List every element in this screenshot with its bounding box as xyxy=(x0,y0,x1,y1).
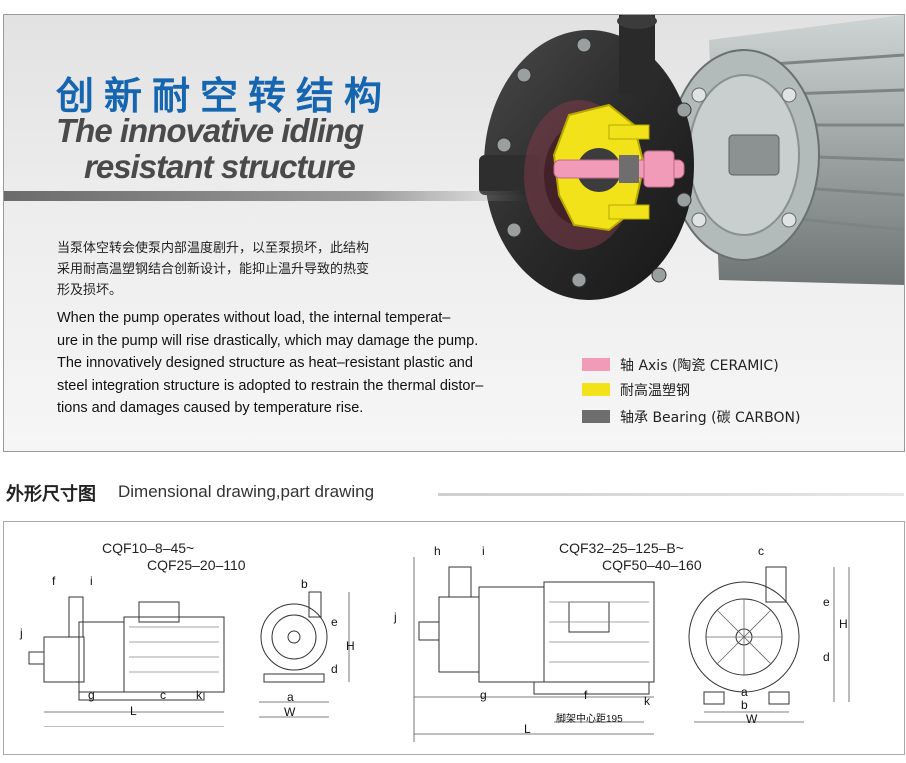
dim-label-a-large: a xyxy=(741,685,748,699)
dim-label-k: k xyxy=(196,688,202,702)
dim-label-i-large: i xyxy=(482,544,485,558)
section-divider xyxy=(438,493,904,496)
dim-label-c-large: c xyxy=(758,544,764,558)
dim-label-f-large: f xyxy=(584,688,588,702)
feature-panel: 创新耐空转结构 The innovative idling resistant … xyxy=(3,14,905,452)
dim-label-e: e xyxy=(331,615,338,629)
dim-label-f: f xyxy=(52,574,56,588)
small-pump-front-view xyxy=(259,591,350,718)
base-center-distance-label: 脚架中心距195 xyxy=(556,714,623,725)
dim-label-e-large: e xyxy=(823,595,830,609)
small-pump-side-view xyxy=(28,596,225,727)
description-cn: 当泵体空转会使泵内部温度剧升，以至泵损坏，此结构 采用耐高温塑钢结合创新设计，能… xyxy=(57,238,457,301)
legend-item-axis: 轴 Axis (陶瓷 CERAMIC) xyxy=(582,355,882,374)
description-cn-line: 形及损坏。 xyxy=(57,283,123,298)
dim-label-d: d xyxy=(331,662,338,676)
legend-swatch-pink xyxy=(582,358,610,371)
dim-label-k-large: k xyxy=(644,694,650,708)
description-cn-line: 当泵体空转会使泵内部温度剧升，以至泵损坏，此结构 xyxy=(57,241,370,256)
legend-label: 轴 Axis (陶瓷 CERAMIC) xyxy=(620,358,779,374)
feature-title-en-line1: The innovative idling xyxy=(56,112,364,149)
legend-swatch-yellow xyxy=(582,383,610,396)
legend-label: 轴承 Bearing (碳 CARBON) xyxy=(620,410,801,426)
dim-label-b-large: b xyxy=(741,698,748,712)
legend-swatch-grey xyxy=(582,410,610,423)
dim-label-g: g xyxy=(88,688,95,702)
description-en-line: ure in the pump will rise drastically, w… xyxy=(57,332,479,349)
dim-label-b: b xyxy=(301,577,308,591)
dim-label-j-large: j xyxy=(394,610,397,624)
section-title-en: Dimensional drawing,part drawing xyxy=(118,482,375,501)
description-en-line: The innovatively designed structure as h… xyxy=(57,355,473,372)
dimension-drawing-panel: CQF10–8–45~ CQF25–20–110 CQF32–25–125–B~… xyxy=(3,521,905,755)
feature-title-en-line2: resistant structure xyxy=(84,148,356,185)
dim-label-g-large: g xyxy=(480,688,487,702)
pump-cutaway-illustration xyxy=(479,15,904,300)
legend-label: 耐高温塑钢 xyxy=(620,383,690,399)
dim-label-i: i xyxy=(90,574,93,588)
large-pump-front-view xyxy=(688,566,850,723)
dim-label-c: c xyxy=(160,688,166,702)
dim-label-L-large: L xyxy=(524,722,531,736)
large-model-label-2: CQF50–40–160 xyxy=(602,557,702,573)
dim-label-W: W xyxy=(284,705,296,719)
description-en-line: tions and damages caused by temperature … xyxy=(57,400,364,417)
dim-label-H: H xyxy=(346,639,355,653)
legend-item-bearing: 轴承 Bearing (碳 CARBON) xyxy=(582,407,882,426)
feature-title-cn: 创新耐空转结构 xyxy=(56,74,393,118)
title-underline xyxy=(4,191,524,201)
legend-item-plastic-steel: 耐高温塑钢 xyxy=(582,380,882,399)
description-en-line: steel integration structure is adopted t… xyxy=(57,377,484,394)
section-title-cn: 外形尺寸图 xyxy=(6,484,96,505)
small-model-label-1: CQF10–8–45~ xyxy=(102,540,195,556)
dim-label-L: L xyxy=(130,704,137,718)
dim-label-a: a xyxy=(287,690,294,704)
dim-label-j: j xyxy=(20,626,23,640)
small-model-label-2: CQF25–20–110 xyxy=(147,557,246,573)
description-cn-line: 采用耐高温塑钢结合创新设计，能抑止温升导致的热变 xyxy=(57,262,370,277)
dim-label-W-large: W xyxy=(746,712,758,726)
dim-label-h: h xyxy=(434,544,441,558)
dim-label-H-large: H xyxy=(839,617,848,631)
dim-label-d-large: d xyxy=(823,650,830,664)
large-pump-side-view xyxy=(413,557,655,742)
description-en-line: When the pump operates without load, the… xyxy=(57,310,451,326)
description-en: When the pump operates without load, the… xyxy=(57,307,537,420)
large-model-label-1: CQF32–25–125–B~ xyxy=(559,540,684,556)
